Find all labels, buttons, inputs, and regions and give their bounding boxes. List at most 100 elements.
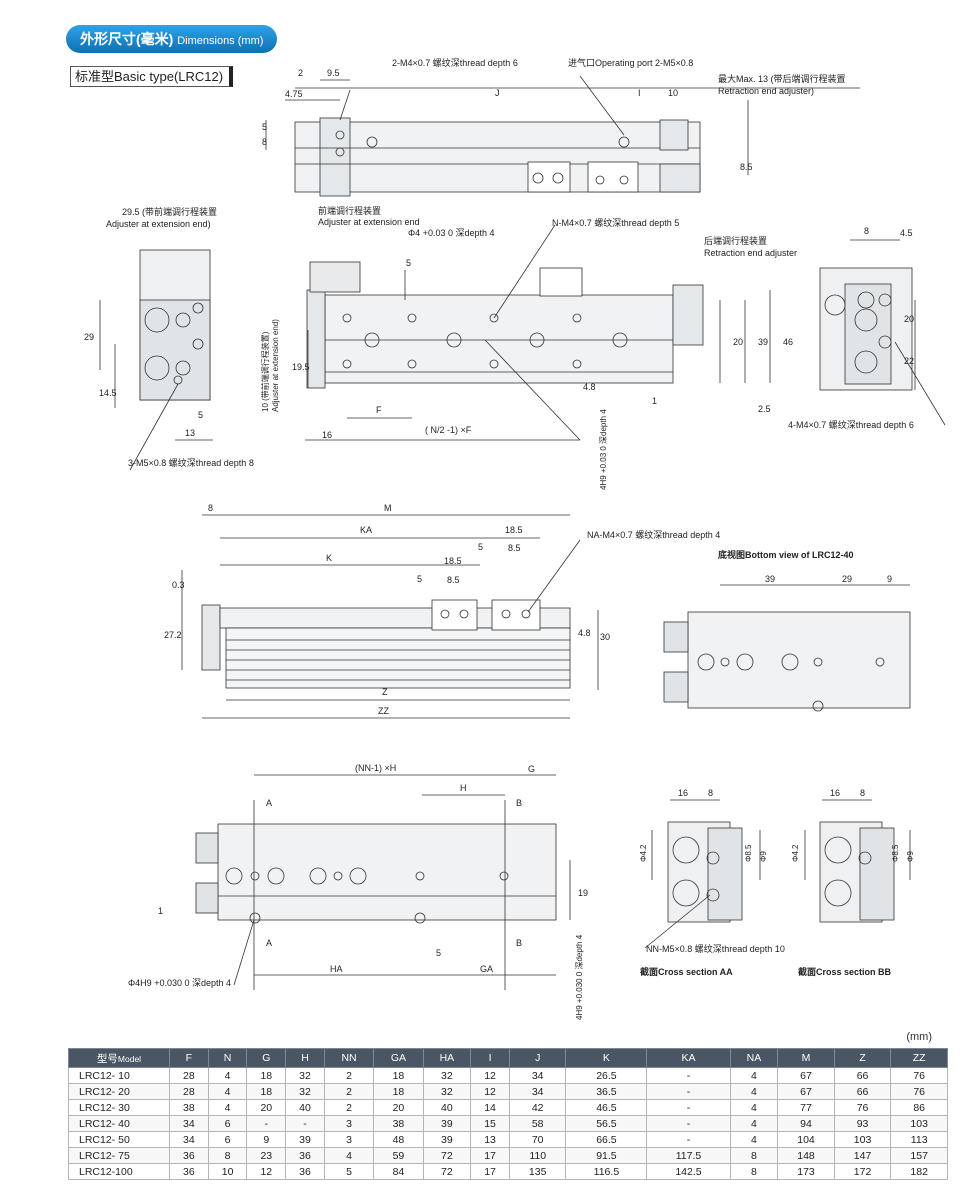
table-cell: 2 bbox=[323, 1067, 375, 1084]
dim-j: J bbox=[495, 88, 500, 98]
dim-5-left: 5 bbox=[198, 410, 203, 420]
dim-8-top: 8 bbox=[262, 137, 267, 147]
column-header: K bbox=[565, 1048, 648, 1068]
table-cell: 2 bbox=[323, 1099, 375, 1116]
dim-8-5-a: 8.5 bbox=[508, 543, 521, 553]
table-cell: 4 bbox=[729, 1067, 779, 1084]
bottom-view-title: 底视图Bottom view of LRC12-40 bbox=[718, 549, 854, 560]
model-cell: LRC12- 30 bbox=[68, 1099, 170, 1116]
column-header: M bbox=[777, 1048, 835, 1068]
table-cell: 173 bbox=[777, 1163, 835, 1180]
dim-5-a: 5 bbox=[478, 542, 483, 552]
ext-adj-label: Adjuster at extension end) bbox=[106, 219, 211, 229]
dim-k: K bbox=[326, 553, 332, 563]
technical-drawing: 2 9.5 4.75 8 5 J I 10 8.5 2-M4×0.7 螺纹深th… bbox=[84, 57, 946, 1020]
front-adj-cn: 前端调行程装置 bbox=[318, 205, 381, 216]
dim-20: 20 bbox=[733, 337, 743, 347]
table-cell: - bbox=[285, 1115, 325, 1132]
column-header-label: J bbox=[535, 1052, 541, 1064]
column-header: F bbox=[169, 1048, 209, 1068]
column-header: HA bbox=[422, 1048, 472, 1068]
dim-20-right: 20 bbox=[904, 314, 914, 324]
m5-thread-label: 3-M5×0.8 螺纹深thread depth 8 bbox=[128, 457, 254, 468]
table-cell: 147 bbox=[833, 1147, 892, 1164]
table-cell: 4 bbox=[729, 1099, 779, 1116]
table-cell: 4 bbox=[323, 1147, 375, 1164]
dim-0-3: 0.3 bbox=[172, 580, 185, 590]
table-cell: 84 bbox=[373, 1163, 424, 1180]
section-a-top: A bbox=[266, 798, 272, 808]
table-cell: 72 bbox=[422, 1163, 472, 1180]
table-cell: 91.5 bbox=[565, 1147, 648, 1164]
table-cell: 4 bbox=[207, 1099, 248, 1116]
dim-8-right: 8 bbox=[864, 226, 869, 236]
cross-section-bb bbox=[804, 799, 911, 923]
side-view-zz bbox=[181, 514, 599, 719]
column-header-label: Z bbox=[859, 1052, 866, 1064]
dim-5-b: 5 bbox=[417, 574, 422, 584]
table-unit: (mm) bbox=[906, 1031, 932, 1043]
table-cell: 86 bbox=[890, 1099, 948, 1116]
cs-aa-phi8-5: Φ8.5 bbox=[744, 844, 753, 862]
column-header-label: H bbox=[301, 1052, 309, 1064]
table-cell: 3 bbox=[323, 1115, 375, 1132]
dim-z: Z bbox=[382, 687, 388, 697]
table-cell: 59 bbox=[373, 1147, 424, 1164]
table-cell: 72 bbox=[422, 1147, 472, 1164]
dim-ka: KA bbox=[360, 525, 372, 535]
cs-bb-16: 16 bbox=[830, 788, 840, 798]
dim-zz: ZZ bbox=[378, 706, 389, 716]
table-cell: 32 bbox=[422, 1083, 472, 1100]
section-b-bottom: B bbox=[516, 938, 522, 948]
dim-19: 19 bbox=[578, 888, 588, 898]
table-cell: - bbox=[246, 1115, 287, 1132]
column-header-label: G bbox=[262, 1052, 271, 1064]
table-cell: 18 bbox=[246, 1067, 287, 1084]
section-title-badge: 外形尺寸(毫米) Dimensions (mm) bbox=[66, 25, 278, 53]
cross-section-bb-title: 截面Cross section BB bbox=[798, 966, 892, 977]
table-cell: 12 bbox=[470, 1067, 510, 1084]
rear-adj-cn: 后端调行程装置 bbox=[704, 235, 767, 246]
column-header: I bbox=[470, 1048, 510, 1068]
table-cell: 17 bbox=[470, 1163, 510, 1180]
dim-4-8-mid: 4.8 bbox=[583, 382, 596, 392]
dim-4-75: 4.75 bbox=[285, 89, 303, 99]
h9-vertical-label: 4H9 +0.030 0 深depth 4 bbox=[575, 934, 584, 1020]
table-cell: 172 bbox=[833, 1163, 892, 1180]
cs-bb-phi4-2: Φ4.2 bbox=[791, 844, 800, 862]
table-cell: 36 bbox=[169, 1147, 209, 1164]
table-cell: 42 bbox=[508, 1099, 567, 1116]
dim-30: 30 bbox=[600, 632, 610, 642]
table-cell: - bbox=[646, 1115, 731, 1132]
column-header-label: 型号 bbox=[96, 1052, 118, 1065]
table-cell: 66 bbox=[833, 1067, 892, 1084]
dim-f: F bbox=[376, 405, 382, 415]
column-header: NA bbox=[729, 1048, 779, 1068]
thread-label-top: 2-M4×0.7 螺纹深thread depth 6 bbox=[392, 57, 518, 68]
table-cell: 67 bbox=[777, 1067, 835, 1084]
model-cell: LRC12- 40 bbox=[68, 1115, 170, 1132]
dim-ga: GA bbox=[480, 964, 493, 974]
table-cell: 32 bbox=[285, 1067, 325, 1084]
dim-ha: HA bbox=[330, 964, 343, 974]
h9-label: 4H9 +0.03 0 深depth 4 bbox=[599, 409, 608, 490]
column-header: G bbox=[246, 1048, 287, 1068]
table-cell: 76 bbox=[833, 1099, 892, 1116]
table-cell: 77 bbox=[777, 1099, 835, 1116]
table-cell: 36 bbox=[169, 1163, 209, 1180]
table-cell: 104 bbox=[777, 1131, 835, 1148]
front-adj-en: Adjuster at extension end bbox=[318, 217, 420, 227]
table-cell: 18 bbox=[373, 1083, 424, 1100]
table-cell: 18 bbox=[373, 1067, 424, 1084]
table-cell: 36 bbox=[285, 1147, 325, 1164]
dim-46: 46 bbox=[783, 337, 793, 347]
table-cell: 76 bbox=[890, 1083, 948, 1100]
dim-18-5-b: 18.5 bbox=[444, 556, 462, 566]
bottom-view-lrc12-40 bbox=[663, 584, 911, 712]
table-cell: 38 bbox=[169, 1099, 209, 1116]
